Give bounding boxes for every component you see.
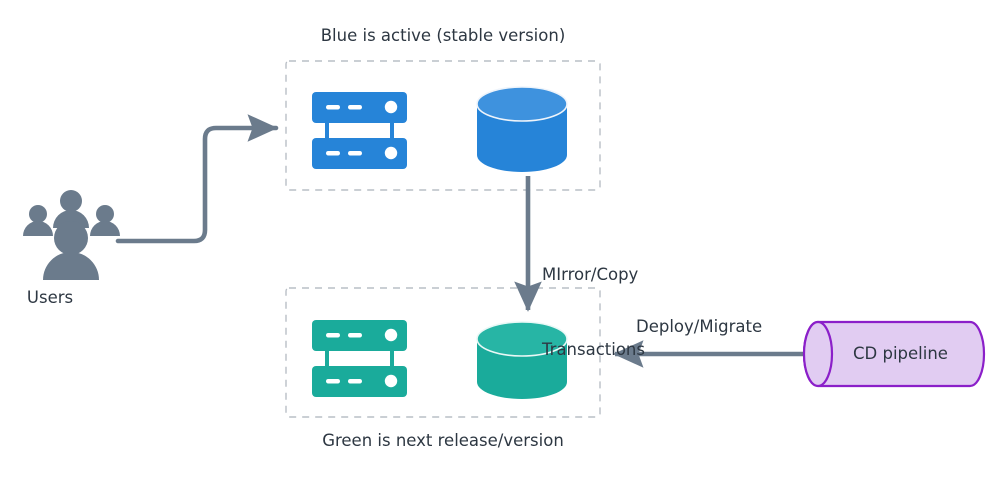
- mirror-copy-label-line1: MIrror/Copy: [542, 265, 639, 284]
- mirror-copy-label: MIrror/Copy Transactions: [542, 212, 722, 412]
- blue-environment-title: Blue is active (stable version): [320, 26, 566, 45]
- green-database-icon: [476, 321, 568, 399]
- users-label: Users: [26, 288, 74, 307]
- blue-server-icon: [312, 92, 407, 169]
- blue-database-icon: [476, 86, 568, 172]
- deploy-migrate-label: Deploy/Migrate: [636, 317, 763, 336]
- cd-pipeline-label: CD pipeline: [853, 344, 948, 363]
- users-to-blue-arrow: [115, 114, 279, 244]
- mirror-copy-label-line2: Transactions: [542, 340, 645, 359]
- green-server-icon: [312, 320, 407, 397]
- green-environment-title: Green is next release/version: [322, 431, 564, 450]
- cd-pipeline-shape[interactable]: [802, 320, 986, 388]
- users-icon: [23, 190, 120, 280]
